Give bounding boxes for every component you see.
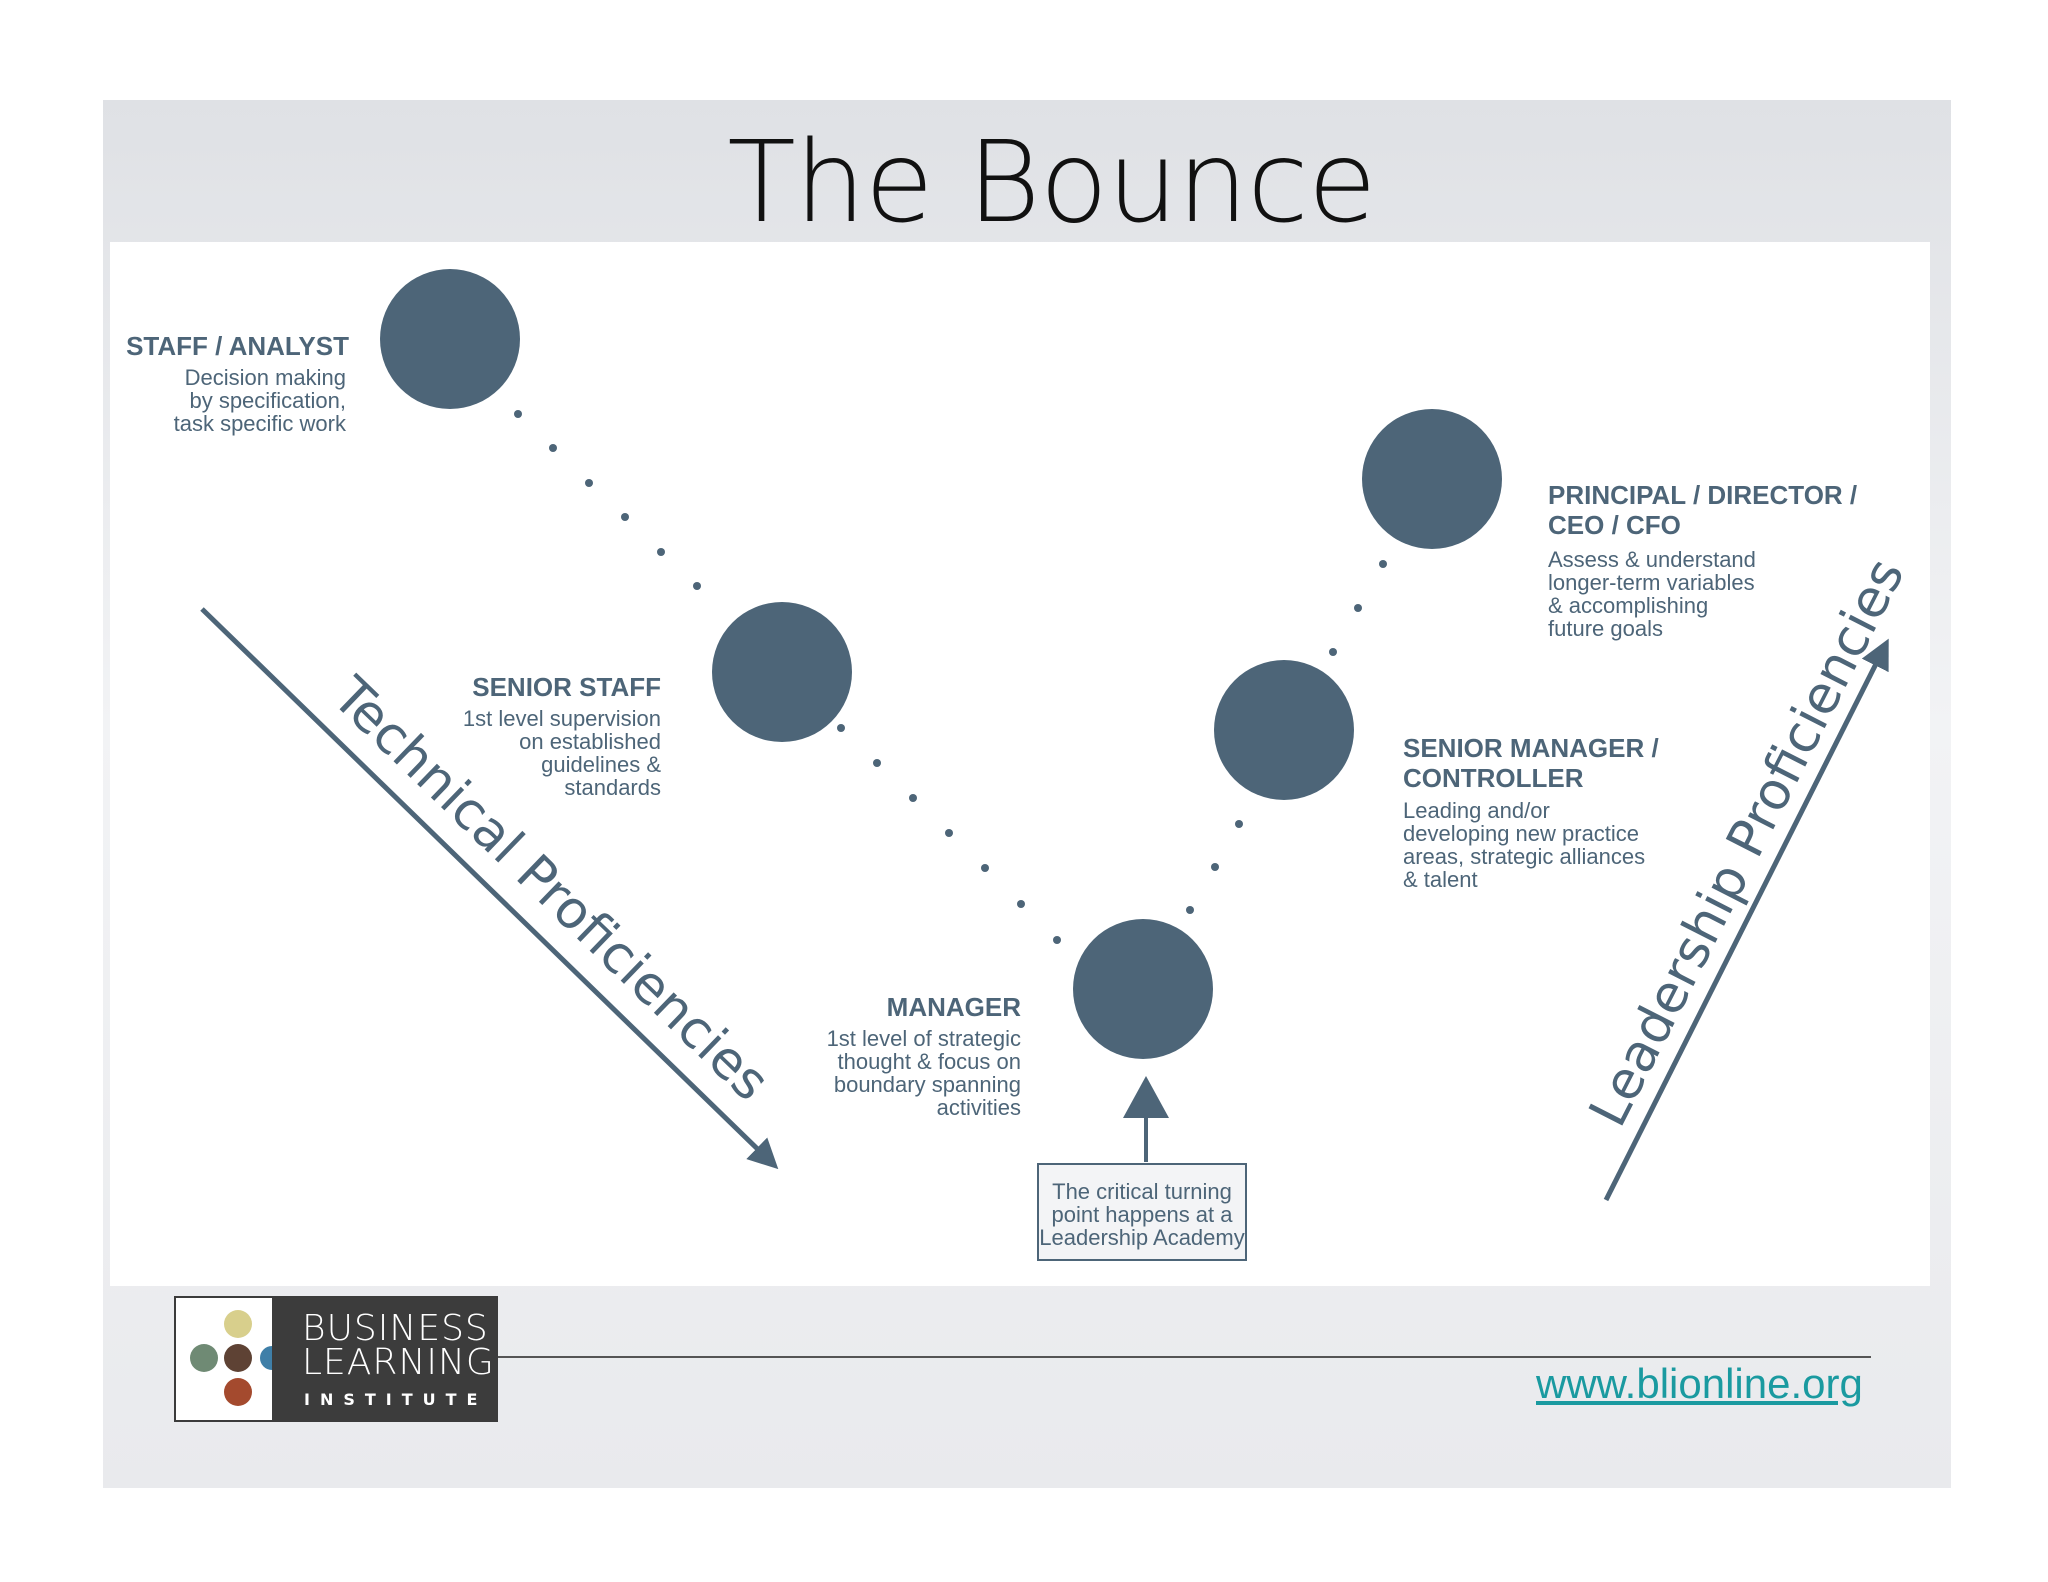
level-description: & accomplishing [1548,593,1708,618]
level-description: & talent [1403,867,1478,892]
label-senior-manager: SENIOR MANAGER / CONTROLLER Leading and/… [1403,733,1659,892]
node-manager [1073,919,1213,1059]
level-title: SENIOR STAFF [472,672,661,702]
logo-text-learning: LEARNING [302,1342,495,1383]
label-staff-analyst: STAFF / ANALYST Decision making by speci… [126,331,349,436]
level-description: by specification, [189,388,346,413]
level-description: Leading and/or [1403,798,1550,823]
level-title: SENIOR MANAGER / [1403,733,1659,763]
level-description: 1st level of strategic [827,1026,1021,1051]
logo-dot [224,1344,252,1372]
node-principal [1362,409,1502,549]
logo-text-business: BUSINESS [302,1308,489,1349]
callout-line: The critical turning [1052,1179,1232,1204]
connector-dot [621,513,629,521]
connector-dot [693,582,701,590]
level-description: activities [937,1095,1021,1120]
level-description: task specific work [174,411,347,436]
callout-line: Leadership Academy [1039,1225,1244,1250]
slide-title: The Bounce [727,118,1376,248]
business-learning-institute-logo: BUSINESS LEARNING INSTITUTE [174,1296,498,1422]
node-senior-staff [712,602,852,742]
connector-dot [549,444,557,452]
connector-dot [1211,863,1219,871]
connector-dot [1354,604,1362,612]
level-description: longer-term variables [1548,570,1755,595]
level-description: developing new practice [1403,821,1639,846]
node-senior-manager [1214,660,1354,800]
connector-dot [514,410,522,418]
callout-box [1037,1163,1247,1261]
label-senior-staff: SENIOR STAFF 1st level supervision on es… [463,672,661,800]
diagram-panel [110,242,1930,1286]
label-manager: MANAGER 1st level of strategic thought &… [827,992,1022,1120]
connector-dot [1379,560,1387,568]
level-description: future goals [1548,616,1663,641]
connector-dot [1329,648,1337,656]
level-title: MANAGER [887,992,1022,1022]
connector-dot [585,479,593,487]
level-title: CONTROLLER [1403,763,1584,793]
label-principal: PRINCIPAL / DIRECTOR / CEO / CFO Assess … [1548,480,1857,641]
callout-text: The critical turning point happens at a … [1039,1179,1244,1250]
connector-dot [1053,936,1061,944]
level-description: Assess & understand [1548,547,1756,572]
callout-arrow-head [1123,1076,1169,1118]
logo-dot [224,1378,252,1406]
website-link[interactable]: www.blionline.org [1536,1360,1863,1407]
level-description: standards [564,775,661,800]
connector-dot [1186,906,1194,914]
level-description: thought & focus on [838,1049,1021,1074]
level-description: on established [519,729,661,754]
logo-dot [190,1344,218,1372]
connector-dot [945,829,953,837]
level-description: Decision making [185,365,346,390]
logo-dot [224,1310,252,1338]
leadership-axis-arrow [1603,638,1889,1202]
level-description: areas, strategic alliances [1403,844,1645,869]
node-staff-analyst [380,269,520,409]
connector-dot [981,864,989,872]
level-description: 1st level supervision [463,706,661,731]
footer-divider [497,1356,1871,1358]
logo-text-panel [272,1298,498,1420]
level-description: guidelines & [541,752,661,777]
level-title: PRINCIPAL / DIRECTOR / [1548,480,1857,510]
connector-dot [909,794,917,802]
level-title: STAFF / ANALYST [126,331,349,361]
connector-dot [1017,900,1025,908]
technical-axis-arrow [200,607,779,1170]
connector-dot [837,724,845,732]
connector-dot [1235,820,1243,828]
connector-dot [657,548,665,556]
connector-dot [873,759,881,767]
level-title: CEO / CFO [1548,510,1681,540]
dotted-connectors [514,410,1387,944]
logo-text-institute: INSTITUTE [304,1390,488,1409]
level-description: boundary spanning [834,1072,1021,1097]
callout-line: point happens at a [1051,1202,1233,1227]
